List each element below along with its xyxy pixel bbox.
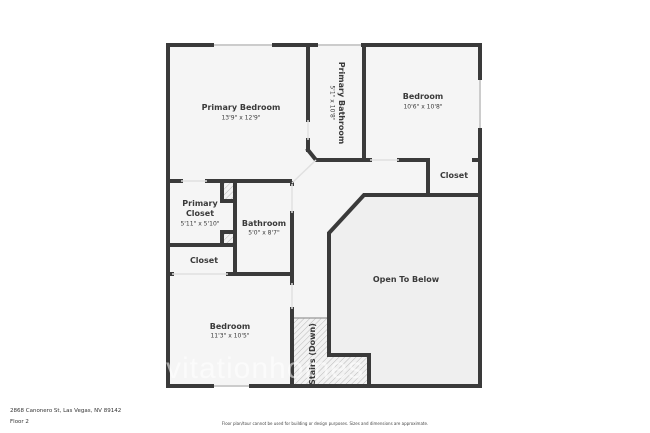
disclaimer: Floor plan/tour cannot be used for build…: [221, 421, 429, 426]
room-label-bedroom-lower: Bedroom: [209, 322, 251, 331]
closet-hatch: [222, 183, 233, 201]
walls: [166, 43, 482, 388]
floor-label: Floor 2: [10, 419, 29, 425]
room-label-primary-closet-line2: Closet: [185, 209, 215, 218]
room-label-closet-upper: Closet: [439, 171, 469, 180]
room-dims-bedroom-upper: 10'6" x 10'8": [403, 103, 443, 111]
room-label-primary-bathroom: Primary Bathroom: [337, 61, 346, 145]
room-label-stairs: Stairs (Down): [308, 323, 317, 385]
stairs-hatch: [293, 318, 369, 386]
property-address: 2868 Canonero St, Las Vegas, NV 89142: [10, 408, 122, 414]
room-dims-bathroom: 5'0" x 8'7": [248, 229, 280, 237]
room-label-closet-lower: Closet: [189, 256, 219, 265]
room-label-primary-closet-line1: Primary: [182, 199, 218, 208]
open-to-below-area: [329, 196, 478, 386]
room-label-primary-bedroom: Primary Bedroom: [201, 103, 281, 112]
room-label-open-to-below: Open To Below: [372, 275, 440, 284]
room-label-bathroom: Bathroom: [241, 219, 287, 228]
room-dims-bedroom-lower: 11'3" x 10'5": [210, 332, 250, 340]
windows: [214, 44, 481, 387]
closet-hatch: [222, 232, 233, 244]
room-dims-primary-bedroom: 13'9" x 12'9": [221, 114, 261, 122]
room-dims-primary-closet: 5'11" x 5'10": [180, 220, 220, 228]
room-label-bedroom-upper: Bedroom: [402, 92, 444, 101]
door-openings: [172, 120, 399, 309]
room-dims-primary-bathroom: 5'1" x 10'8": [328, 85, 336, 121]
